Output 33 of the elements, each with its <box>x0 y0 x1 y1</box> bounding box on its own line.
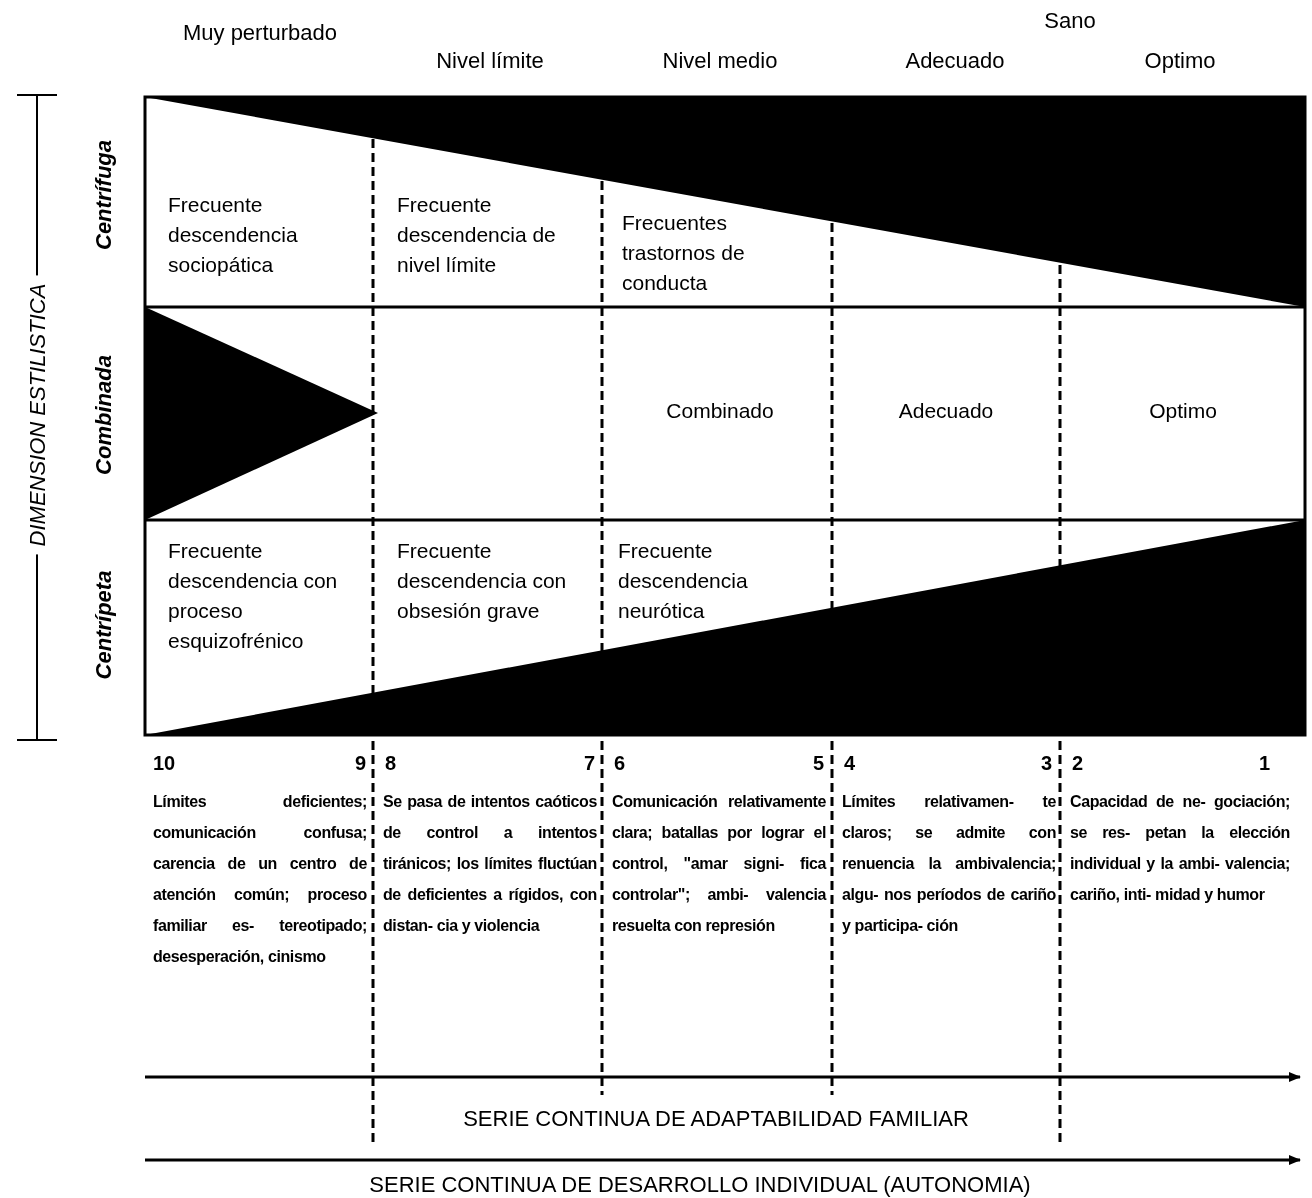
scale-number: 10 <box>153 751 176 776</box>
column-heading: Muy perturbado <box>181 20 339 46</box>
cell-text: Frecuente descendencia sociopática <box>168 192 299 278</box>
cell-text: Frecuente descendencia con obsesión grave <box>397 538 568 624</box>
scale-number: 3 <box>1040 751 1052 776</box>
scale-number: 4 <box>844 751 856 776</box>
cell-text: Combinado <box>665 398 775 424</box>
column-heading: Adecuado <box>904 48 1006 74</box>
scale-number: 5 <box>812 751 824 776</box>
scale-end-label: Sano <box>1043 8 1097 34</box>
cell-text: Frecuentes trastornos de conducta <box>622 210 746 296</box>
description-text: Capacidad de ne- gociación; se res- petan la elección individual y la ambi- valencia; cariño, inti- midad y humor <box>1070 792 1290 905</box>
scale-number: 2 <box>1072 751 1084 776</box>
cell-text: Frecuente descendencia con proceso esquizofrénico <box>168 538 339 654</box>
scale-number: 1 <box>1258 751 1270 776</box>
column-heading: Nivel medio <box>661 48 779 74</box>
row-heading: Centrípeta <box>89 570 117 680</box>
scale-number: 7 <box>583 751 595 776</box>
description-text: Límites relativamen- te claros; se admite con renuencia la ambivalencia; algu- nos períodos de cariño y participa- ción <box>842 792 1056 936</box>
cell-text: Optimo <box>1148 398 1218 424</box>
scale-number: 8 <box>385 751 397 776</box>
description-text: Límites deficientes; comunicación confusa; carencia de un centro de atención común; proceso familiar es- tereotipado; desesperación, cinismo <box>153 792 367 967</box>
cell-text: Frecuente descendencia de nivel límite <box>397 192 557 278</box>
description-text: Comunicación relativamente clara; batallas por lograr el control, "amar signi- fica controlar"; ambi- valencia resuelta con represión <box>612 792 826 936</box>
cell-text: Adecuado <box>897 398 995 424</box>
column-heading: Optimo <box>1143 48 1217 74</box>
cell-text: Frecuente descendencia neurótica <box>618 538 749 624</box>
description-text: Se pasa de intentos caóticos de control a intentos tiránicos; los límites fluctúan de deficientes a rígidos, con distan- cia y violencia <box>383 792 597 936</box>
row-heading: Centrífuga <box>89 140 117 250</box>
column-heading: Nivel límite <box>435 48 545 74</box>
scale-number: 6 <box>614 751 626 776</box>
scale-number: 9 <box>354 751 366 776</box>
row-heading: Combinada <box>89 355 117 475</box>
